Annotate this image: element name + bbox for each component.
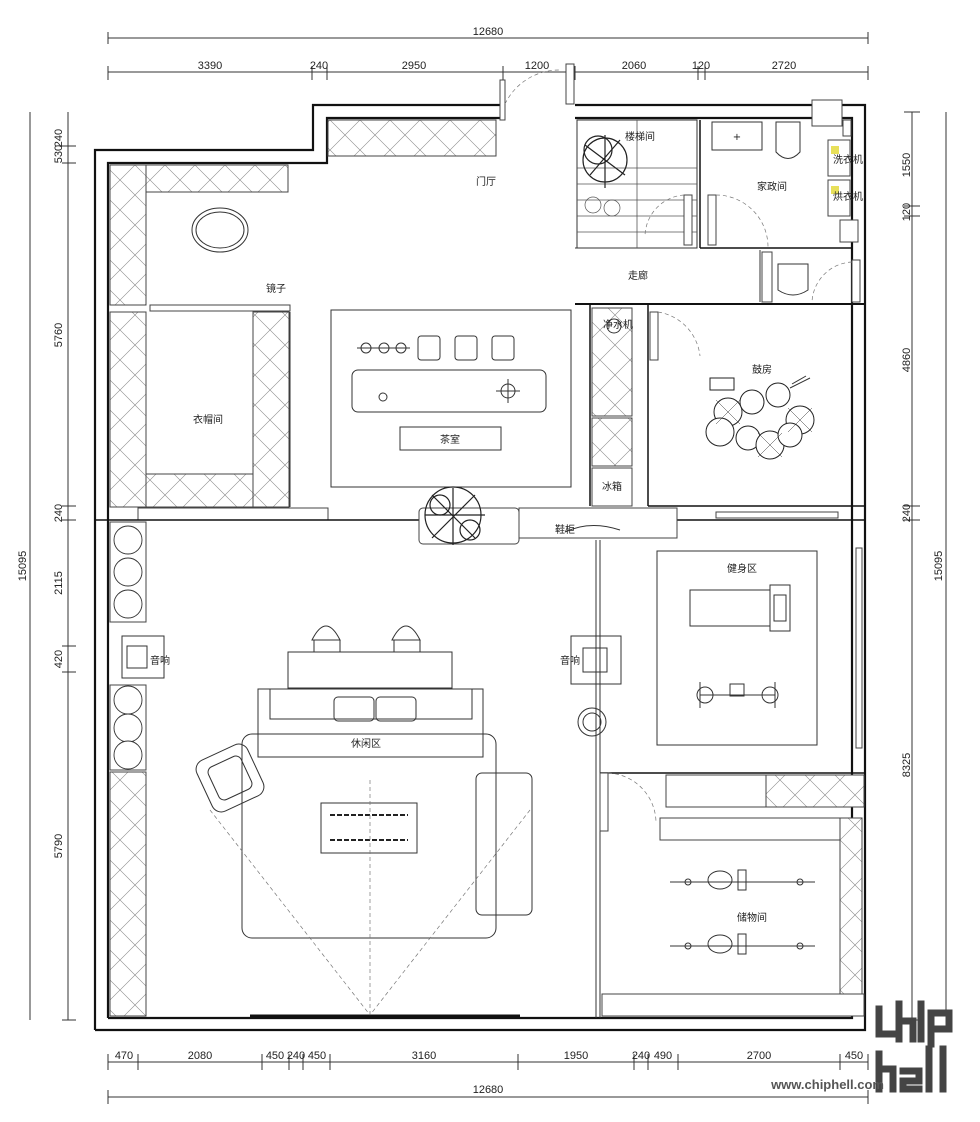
dim-top-2: 2950	[402, 60, 426, 72]
housekeeping-room: + 洗衣机 烘衣机	[644, 99, 863, 249]
left-plants	[109, 521, 147, 771]
dim-right-1: 120	[901, 203, 913, 221]
dim-bottom-4: 450	[308, 1050, 326, 1062]
label-entrance: 门厅	[476, 175, 496, 188]
cloakroom-cabinets	[109, 164, 329, 521]
dim-left-3: 240	[53, 504, 65, 522]
lounge-zone	[195, 625, 533, 1016]
label-drum-room: 鼓房	[752, 363, 772, 376]
dim-right-2: 4860	[901, 348, 913, 372]
dim-bottom-10: 450	[845, 1050, 863, 1062]
speaker-right	[570, 635, 622, 737]
dim-top-1: 240	[310, 60, 328, 72]
dim-left-0: 240	[53, 129, 65, 147]
dim-left-total: 15095	[17, 551, 29, 582]
dim-bottom-1: 2080	[188, 1050, 212, 1062]
dim-overall-bottom: 12680	[473, 1084, 504, 1096]
top-dimensions: 12680 3390 240 2950 1200 2060 120 2720	[107, 26, 869, 80]
dim-bottom-6: 1950	[564, 1050, 588, 1062]
stairs	[576, 119, 698, 249]
dim-left-1: 530	[53, 145, 65, 163]
dim-top-5: 120	[692, 60, 710, 72]
corridor-zone	[575, 247, 865, 506]
storage-room	[599, 772, 865, 1017]
outer-walls	[93, 103, 867, 1032]
label-cloakroom: 衣帽间	[193, 413, 223, 426]
dim-bottom-5: 3160	[412, 1050, 436, 1062]
dim-bottom-2: 450	[266, 1050, 284, 1062]
dim-top-6: 2720	[772, 60, 796, 72]
label-storage: 储物间	[737, 911, 767, 924]
gym-zone	[656, 547, 863, 749]
label-mirror: 镜子	[266, 282, 286, 295]
left-dimensions: 15095 240 530 5760 240 2115 420 5790	[17, 112, 76, 1021]
dim-overall-top: 12680	[473, 26, 504, 38]
dim-left-2: 5760	[53, 323, 65, 347]
dim-top-4: 2060	[622, 60, 646, 72]
label-dryer: 烘衣机	[833, 190, 863, 203]
watermark-url: www.chiphell.com	[771, 1077, 884, 1092]
label-speaker-left: 音响	[150, 654, 170, 667]
dim-bottom-3: 240	[287, 1050, 305, 1062]
dim-right-0: 1550	[901, 153, 913, 177]
speaker-left	[121, 635, 165, 679]
dim-right-total: 15095	[933, 551, 945, 582]
entrance-door	[499, 63, 575, 121]
label-speaker-right: 音响	[560, 654, 580, 667]
label-gym: 健身区	[727, 562, 757, 575]
dim-right-4: 8325	[901, 753, 913, 777]
bottom-dimensions: 470 2080 450 240 450 3160 1950 240 490 2…	[107, 1050, 869, 1104]
dim-bottom-9: 2700	[747, 1050, 771, 1062]
label-lounge: 休闲区	[351, 737, 381, 750]
label-tearoom: 茶室	[440, 433, 460, 446]
label-shoe-cabinet: 鞋柜	[555, 523, 575, 536]
dim-bottom-7: 240	[632, 1050, 650, 1062]
label-fridge: 冰箱	[602, 480, 622, 493]
label-corridor: 走廊	[628, 269, 648, 282]
tearoom	[330, 309, 572, 488]
dim-top-3: 1200	[525, 60, 549, 72]
label-water-purifier: 净水机	[603, 318, 633, 331]
label-housekeeping: 家政间	[757, 180, 787, 193]
drum-room	[647, 304, 865, 519]
dim-bottom-0: 470	[115, 1050, 133, 1062]
dim-bottom-8: 490	[654, 1050, 672, 1062]
right-dimensions: 1550 120 4860 240 8325 15095	[901, 111, 947, 1021]
dim-left-5: 420	[53, 650, 65, 668]
label-washer: 洗衣机	[833, 153, 863, 166]
shoe-cabinet	[327, 119, 497, 157]
dim-right-3: 240	[901, 504, 913, 522]
dim-left-6: 5790	[53, 834, 65, 858]
dim-top-0: 3390	[198, 60, 222, 72]
fridge-column: 净水机	[591, 307, 633, 507]
svg-text:+: +	[733, 132, 741, 143]
chiphell-logo	[871, 999, 966, 1094]
label-stairs: 楼梯间	[625, 130, 655, 143]
left-lower-cabinet	[109, 771, 147, 1017]
dim-left-4: 2115	[53, 571, 65, 595]
